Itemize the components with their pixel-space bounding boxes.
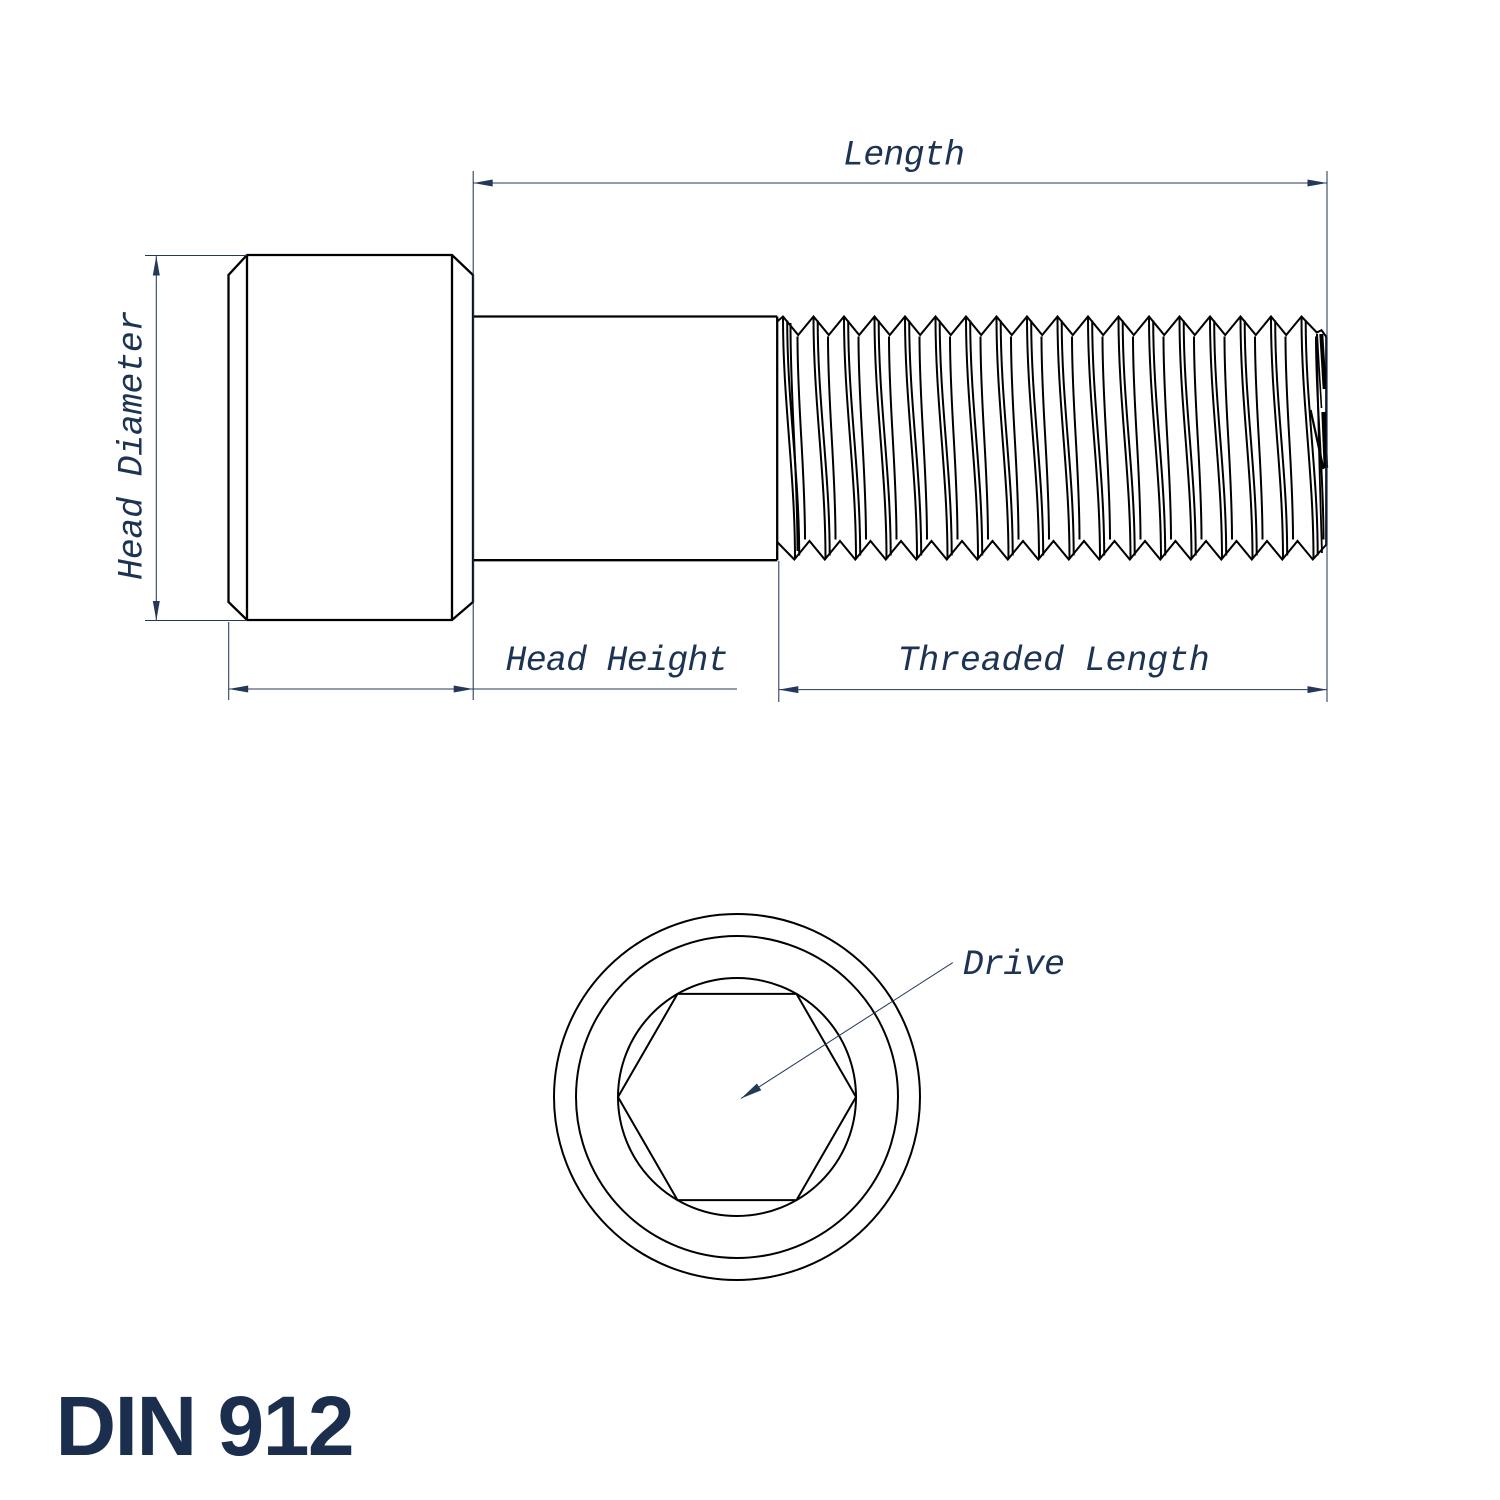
svg-text:Threaded Length: Threaded Length xyxy=(898,641,1210,681)
svg-text:Head Diameter: Head Diameter xyxy=(113,311,153,580)
svg-text:Drive: Drive xyxy=(963,945,1065,985)
svg-text:Length: Length xyxy=(843,135,964,175)
svg-text:Head Height: Head Height xyxy=(506,641,728,681)
